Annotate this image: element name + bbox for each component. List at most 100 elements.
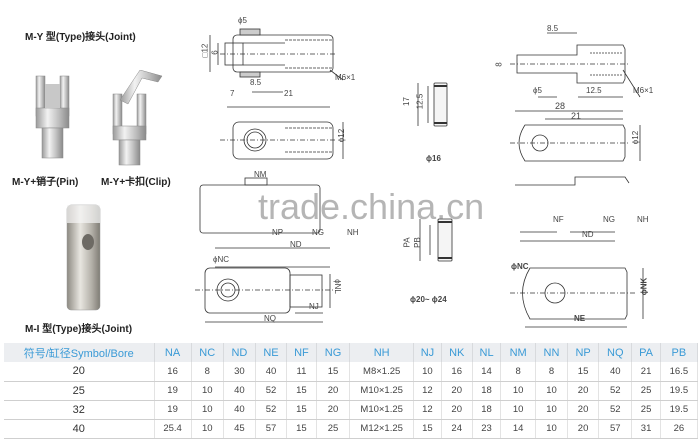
- header-nc: NC: [191, 343, 224, 362]
- my-clip-photo: [112, 70, 163, 166]
- cell: 16.5: [660, 362, 699, 382]
- cell: 15: [286, 419, 317, 439]
- cell: 15: [286, 400, 317, 420]
- cell: 10: [535, 419, 569, 439]
- cell: 15: [316, 362, 351, 382]
- dim-phi16: ϕ16: [426, 154, 441, 163]
- dim-phi12: ϕ12: [337, 128, 347, 143]
- dim-7: 7: [230, 89, 235, 98]
- cell: 20: [567, 400, 600, 420]
- cell: 10: [191, 400, 224, 420]
- dim-nh: NH: [347, 228, 359, 237]
- dim-21-mi: 21: [571, 111, 582, 121]
- my-joint-drawing: [209, 28, 344, 160]
- cell: 8: [535, 362, 569, 382]
- header-nf: NF: [286, 343, 317, 362]
- dim-pb: PB: [412, 237, 422, 248]
- dim-d12: □12: [200, 43, 210, 58]
- cell: 14: [500, 419, 536, 439]
- my-clip-label: M-Y+卡扣(Clip): [101, 177, 171, 188]
- dim-nf-mi: NF: [553, 215, 564, 224]
- cell: 21: [631, 362, 661, 382]
- cell: 20: [4, 362, 155, 382]
- cell: M8×1.25: [349, 362, 415, 382]
- cell: 23: [472, 419, 502, 439]
- table-header-row: 符号/缸径Symbol/Bore NA NC ND NE NF NG NH NJ…: [4, 343, 699, 362]
- cell: 52: [598, 400, 633, 420]
- cell: 18: [472, 381, 502, 401]
- my-joint-title: M-Y 型(Type)接头(Joint): [25, 32, 136, 43]
- header-nl: NL: [472, 343, 502, 362]
- header-pb: PB: [660, 343, 699, 362]
- cell: M10×1.25: [349, 381, 415, 401]
- pin-drawings: [417, 82, 453, 262]
- header-nn: NN: [535, 343, 569, 362]
- cell: 12: [413, 381, 442, 401]
- header-ne: NE: [255, 343, 288, 362]
- dim-m6x1-mi: M6×1: [633, 86, 654, 95]
- header-pa: PA: [631, 343, 661, 362]
- cell: M12×1.25: [349, 419, 415, 439]
- dim-pin-range: ϕ20~ ϕ24: [410, 295, 447, 304]
- cell: 20: [316, 400, 351, 420]
- dim-ne-mi: NE: [574, 314, 586, 323]
- table-row: 20 16 8 30 40 11 15 M8×1.25 10 16 14 8 8…: [4, 362, 699, 382]
- cell: 10: [413, 362, 442, 382]
- cell: 45: [223, 419, 256, 439]
- cell: 10: [535, 400, 569, 420]
- mi-joint-photo: [66, 204, 101, 311]
- cell: 40: [223, 400, 256, 420]
- cell: 19: [154, 400, 192, 420]
- cell: 57: [598, 419, 633, 439]
- cell: 25: [631, 381, 661, 401]
- dim-nc-mi: ϕNC: [511, 262, 529, 271]
- header-ng: NG: [316, 343, 351, 362]
- cell: 8: [191, 362, 224, 382]
- my-joint-photos: [35, 70, 163, 166]
- dim-nh-mi: NH: [637, 215, 649, 224]
- header-np: NP: [567, 343, 600, 362]
- cell: 52: [598, 381, 633, 401]
- watermark: trade.china.cn: [258, 186, 485, 227]
- dim-nk-mi: ϕNK: [639, 277, 649, 296]
- dim-ng-mi: NG: [603, 215, 615, 224]
- cell: 18: [472, 400, 502, 420]
- cell: 26: [660, 419, 699, 439]
- mi-generic-drawing: [510, 176, 644, 328]
- my-pin-label: M-Y+销子(Pin): [12, 177, 79, 188]
- dim-12-5: 12.5: [415, 93, 425, 110]
- dim-nd-mi: ND: [582, 230, 594, 239]
- cell: 15: [286, 381, 317, 401]
- cell: 20: [316, 381, 351, 401]
- cell: 57: [255, 419, 288, 439]
- cell: 10: [500, 400, 536, 420]
- cell: 25.4: [154, 419, 192, 439]
- dim-nd: ND: [290, 240, 302, 249]
- dim-28-mi: 28: [555, 101, 566, 111]
- cell: 12: [413, 400, 442, 420]
- dim-phi5-mi: ϕ5: [533, 86, 542, 95]
- cell: 16: [441, 362, 473, 382]
- cell: M10×1.25: [349, 400, 415, 420]
- cell: 20: [567, 381, 600, 401]
- header-nh: NH: [349, 343, 415, 362]
- cell: 19.5: [660, 381, 699, 401]
- dim-21: 21: [284, 89, 293, 98]
- cell: 40: [598, 362, 633, 382]
- header-na: NA: [154, 343, 192, 362]
- cell: 10: [500, 381, 536, 401]
- dim-phi12-mi: ϕ12: [631, 130, 641, 145]
- spec-table: 符号/缸径Symbol/Bore NA NC ND NE NF NG NH NJ…: [4, 343, 699, 439]
- dim-6: 6: [210, 50, 220, 55]
- dim-8-5-mi: 8.5: [547, 24, 559, 33]
- dim-phi5: ϕ5: [238, 16, 247, 25]
- header-nd: ND: [223, 343, 256, 362]
- table-row: 32 19 10 40 52 15 20 M10×1.25 12 20 18 1…: [4, 400, 699, 420]
- cell: 19: [154, 381, 192, 401]
- cell: 40: [255, 362, 288, 382]
- my-pin-photo: [35, 75, 70, 159]
- dim-ng: NG: [312, 228, 324, 237]
- cell: 25: [631, 400, 661, 420]
- dim-nj: NJ: [309, 302, 319, 311]
- header-nk: NK: [441, 343, 473, 362]
